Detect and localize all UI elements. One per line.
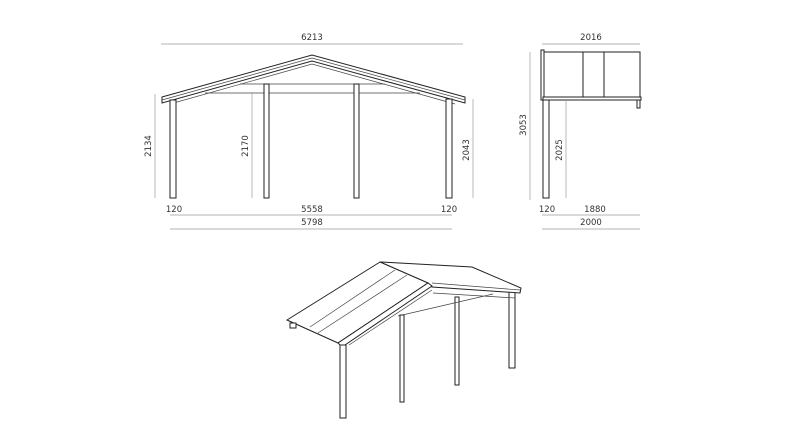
dim-right-post-width: 120: [441, 205, 457, 215]
dim-roof-depth: 2016: [580, 33, 602, 43]
dim-overall-depth: 2000: [580, 218, 602, 228]
persp-end-block: [289, 322, 297, 329]
front-post-right: [445, 98, 453, 199]
side-post: [542, 99, 550, 199]
dim-total-height: 3053: [519, 114, 529, 136]
dim-inner-depth: 1880: [584, 205, 606, 215]
front-post-mid-left: [263, 83, 270, 199]
front-roof: [161, 54, 466, 105]
persp-post-back-mid: [454, 296, 460, 386]
side-roof-panel: [543, 51, 641, 98]
front-elevation: 6213 2134 2170 2043 120 5558 120 5798: [144, 33, 474, 230]
dim-left-post-width: 120: [166, 205, 182, 215]
side-post-back: [636, 99, 641, 109]
persp-post-front-left: [339, 344, 347, 419]
dim-post-width: 120: [539, 205, 555, 215]
front-post-mid-right: [353, 83, 360, 199]
side-fascia: [540, 49, 545, 101]
persp-post-back-right: [508, 291, 516, 369]
dim-overall-roof-width: 6213: [301, 33, 323, 43]
dim-left-eave-height: 2134: [144, 135, 154, 157]
persp-post-front-mid: [399, 314, 405, 403]
side-beam: [542, 96, 642, 101]
dim-right-eave-height: 2043: [462, 139, 472, 161]
perspective-view: [285, 261, 522, 419]
dim-overall-post-span: 5798: [301, 218, 323, 228]
side-elevation: 2016 3053 2025 120 1880 2000: [519, 33, 642, 230]
front-post-left: [169, 99, 177, 199]
dim-inner-post-height: 2170: [241, 135, 251, 157]
dim-inner-span: 5558: [301, 205, 323, 215]
dim-post-height: 2025: [555, 139, 565, 161]
